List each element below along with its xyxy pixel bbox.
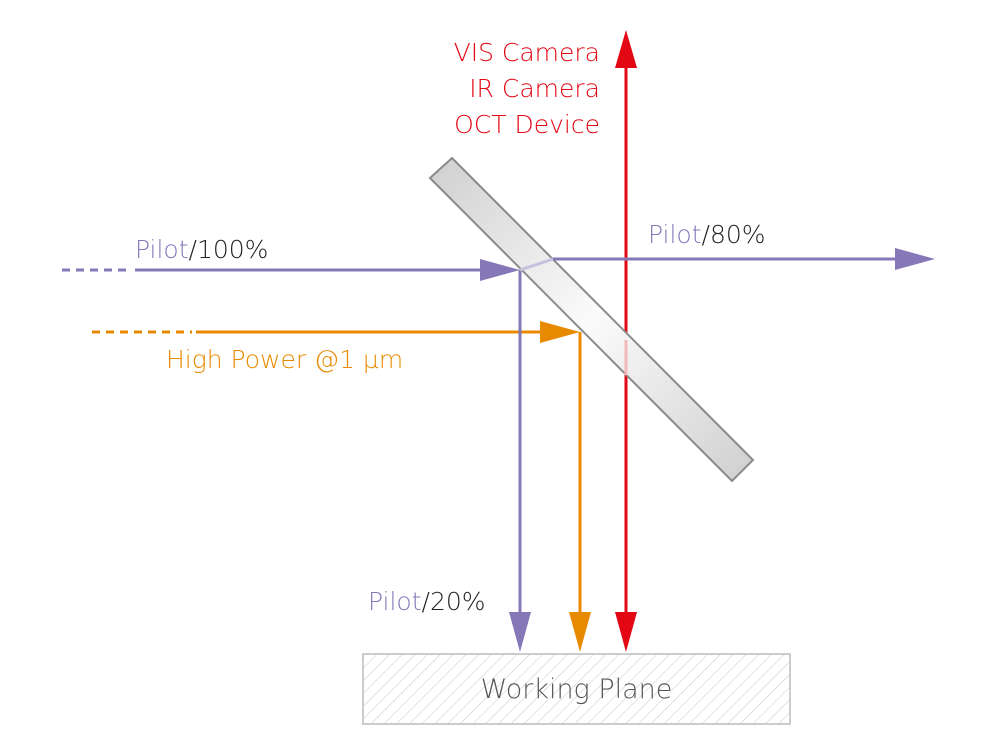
pilot-in-label: Pilot/100% — [135, 237, 268, 262]
camera-labels: VIS Camera IR Camera OCT Device — [454, 35, 600, 143]
pilot-name: Pilot — [368, 587, 422, 616]
working-plane-label: Working Plane — [480, 674, 673, 705]
arrow-down-icon — [615, 612, 637, 652]
pilot-transmitted-beam — [519, 248, 935, 272]
arrow-right-icon — [895, 248, 935, 270]
pilot-transmitted-label: Pilot/80% — [648, 222, 766, 247]
arrow-right-icon — [540, 321, 580, 343]
arrow-right-icon — [480, 259, 520, 281]
pilot-value: /80% — [701, 220, 766, 249]
pilot-reflected-label: Pilot/20% — [368, 589, 486, 614]
arrow-down-icon — [509, 612, 531, 652]
arrow-down-icon — [569, 612, 591, 652]
oct-device-label: OCT Device — [454, 110, 600, 139]
beam-splitter-mirror — [428, 156, 755, 483]
pilot-name: Pilot — [135, 235, 189, 264]
ir-camera-label: IR Camera — [469, 74, 600, 103]
pilot-value: /100% — [188, 235, 269, 264]
high-power-label: High Power @1 µm — [166, 345, 404, 374]
vis-camera-label: VIS Camera — [453, 38, 600, 67]
arrow-up-icon — [615, 30, 637, 68]
pilot-name: Pilot — [648, 220, 702, 249]
pilot-value: /20% — [421, 587, 486, 616]
pilot-reflected-beam — [509, 270, 531, 652]
working-plane — [362, 653, 791, 725]
pilot-in-beam — [62, 259, 520, 281]
high-power-beam — [92, 321, 591, 652]
